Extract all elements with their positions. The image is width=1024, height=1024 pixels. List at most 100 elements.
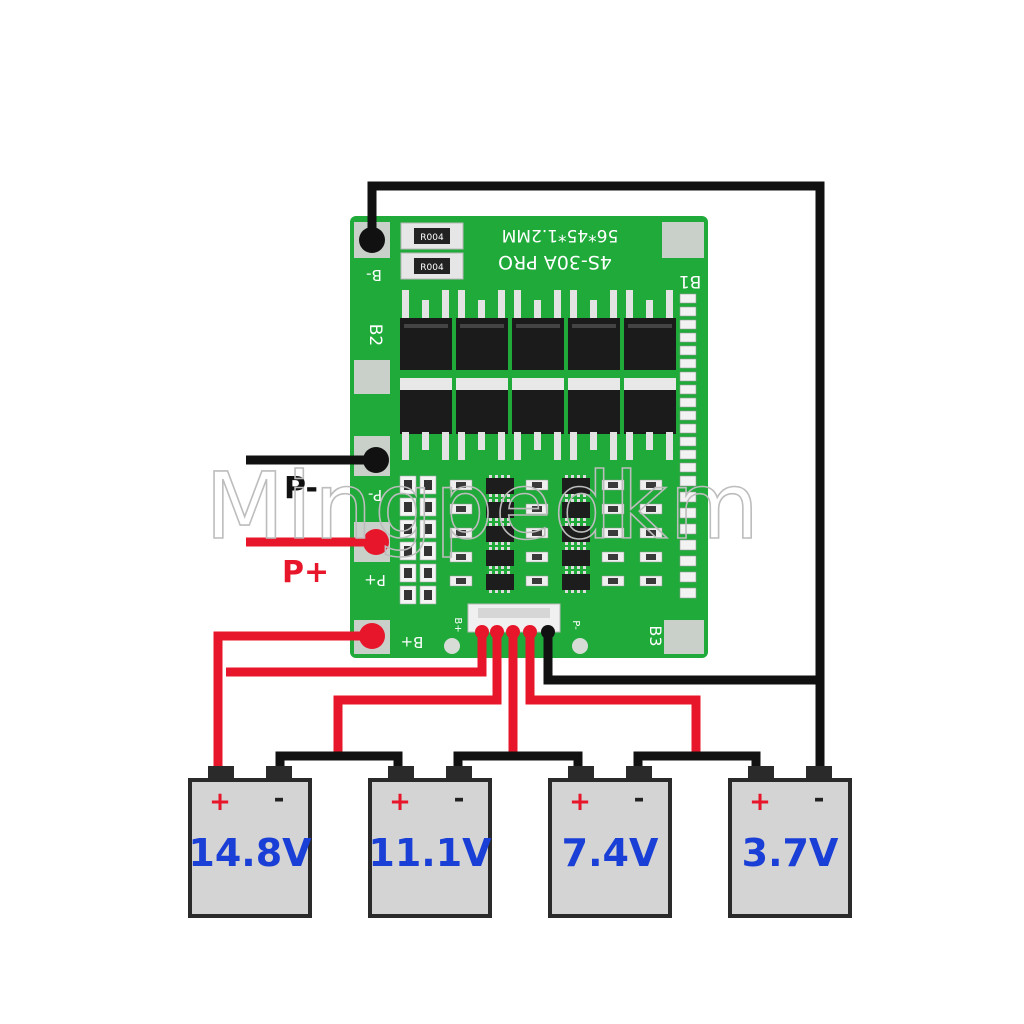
capacitor-5 <box>679 345 697 356</box>
capacitor-low-5 <box>679 539 697 551</box>
ic-chip-2-4 <box>562 502 590 518</box>
battery-1: + - 14.8V <box>188 766 312 918</box>
bms-board: R004 R004 56*45*1.2MM 4S-30A PRO B1 B- B… <box>350 216 708 658</box>
board-size-label: 56*45*1.2MM <box>502 225 619 245</box>
capacitor-12 <box>679 436 697 447</box>
pad-b3 <box>664 620 704 654</box>
pad-b1 <box>662 222 704 258</box>
battery-pack: + - 14.8V + - 11.1V + - 7.4V +-3.7V <box>188 766 852 918</box>
battery-1-voltage: 14.8V <box>188 831 312 875</box>
capacitor-14 <box>679 462 697 473</box>
capacitor-low-4 <box>679 523 697 535</box>
capacitor-3 <box>679 319 697 330</box>
mosfet-top-1 <box>400 290 452 370</box>
dot-balance-5 <box>541 625 555 639</box>
dot-balance-4 <box>523 625 537 639</box>
battery-4-plus-sign: + <box>749 787 771 817</box>
dot-balance-1 <box>475 625 489 639</box>
battery-3-plus-sign: + <box>569 787 591 817</box>
shunt-resistor-1: R004 <box>400 222 464 250</box>
wire-b-minus <box>367 181 825 770</box>
mount-hole-2 <box>572 638 588 654</box>
wire-series-3 <box>633 751 761 770</box>
label-b2: B2 <box>365 324 385 346</box>
watermark: Mingpedkm <box>205 453 761 560</box>
battery-3-voltage: 7.4V <box>562 831 659 875</box>
label-p-minus-board: P- <box>368 486 382 504</box>
capacitor-low-3 <box>679 507 697 519</box>
dot-p-minus <box>363 447 389 473</box>
mosfet-top-5 <box>624 290 676 370</box>
capacitor-11 <box>679 423 697 434</box>
terminal-label-p-minus: P- <box>284 471 318 506</box>
capacitor-column <box>679 293 697 599</box>
battery-2-minus-sign: - <box>454 784 465 814</box>
ic-chip-5-2 <box>486 574 514 590</box>
dot-balance-2 <box>490 625 504 639</box>
battery-4-body <box>728 778 852 918</box>
pad-b2 <box>354 360 390 394</box>
capacitor-2 <box>679 306 697 317</box>
connection-dots <box>359 227 555 649</box>
wire-balance-b3 <box>333 634 502 756</box>
battery-2-plus-sign: + <box>389 787 411 817</box>
wire-series-2 <box>453 751 583 770</box>
ic-chip-4-2 <box>486 550 514 566</box>
capacitor-7 <box>679 371 697 382</box>
battery-2-body <box>368 778 492 918</box>
capacitor-low-8 <box>679 587 697 599</box>
ic-chip-1-2 <box>486 478 514 494</box>
mosfet-bottom-3 <box>512 378 564 460</box>
capacitor-low-2 <box>679 491 697 503</box>
ic-chip-2-2 <box>486 502 514 518</box>
battery-3: + - 7.4V <box>548 766 672 918</box>
wires <box>213 181 825 770</box>
battery-1-plus-sign: + <box>209 787 231 817</box>
label-conn-p: P- <box>570 620 581 630</box>
wire-balance-b1 <box>525 634 701 756</box>
battery-2: + - 11.1V <box>368 766 492 918</box>
mosfet-bottom-5 <box>624 378 676 460</box>
mosfet-top-2 <box>456 290 508 370</box>
battery-3-minus-sign: - <box>634 784 645 814</box>
dot-b-plus <box>359 623 385 649</box>
label-b3: B3 <box>646 625 665 646</box>
board-model-label: 4S-30A PRO <box>498 251 612 273</box>
mosfet-array <box>400 290 676 460</box>
battery-3-body <box>548 778 672 918</box>
label-b-minus: B- <box>366 266 382 284</box>
capacitor-8 <box>679 384 697 395</box>
capacitor-9 <box>679 397 697 408</box>
dot-balance-3 <box>506 625 520 639</box>
battery-4-voltage: 3.7V <box>742 831 839 875</box>
ic-chip-5-4 <box>562 574 590 590</box>
capacitor-10 <box>679 410 697 421</box>
mount-hole-1 <box>444 638 460 654</box>
capacitor-low-1 <box>679 475 697 487</box>
capacitor-13 <box>679 449 697 460</box>
capacitor-low-6 <box>679 555 697 567</box>
resistor-code-1: R004 <box>420 233 444 243</box>
smd-components <box>399 475 663 605</box>
mosfet-bottom-2 <box>456 378 508 460</box>
capacitor-1 <box>679 293 697 304</box>
label-b-plus-board: B+ <box>401 633 424 651</box>
battery-2-voltage: 11.1V <box>368 831 492 875</box>
battery-4: +-3.7V <box>728 766 852 918</box>
battery-1-body <box>188 778 312 918</box>
mosfet-top-3 <box>512 290 564 370</box>
ic-chip-3-2 <box>486 526 514 542</box>
ic-chip-4-4 <box>562 550 590 566</box>
wire-balance-b4 <box>226 634 487 677</box>
mosfet-top-4 <box>568 290 620 370</box>
shunt-resistor-2: R004 <box>400 252 464 280</box>
battery-1-minus-sign: - <box>274 784 285 814</box>
capacitor-low-7 <box>679 571 697 583</box>
mosfet-bottom-4 <box>568 378 620 460</box>
capacitor-4 <box>679 332 697 343</box>
ic-chip-3-4 <box>562 526 590 542</box>
resistor-code-2: R004 <box>420 263 444 273</box>
dot-b-minus <box>359 227 385 253</box>
terminal-label-p-plus: P+ <box>282 555 329 590</box>
